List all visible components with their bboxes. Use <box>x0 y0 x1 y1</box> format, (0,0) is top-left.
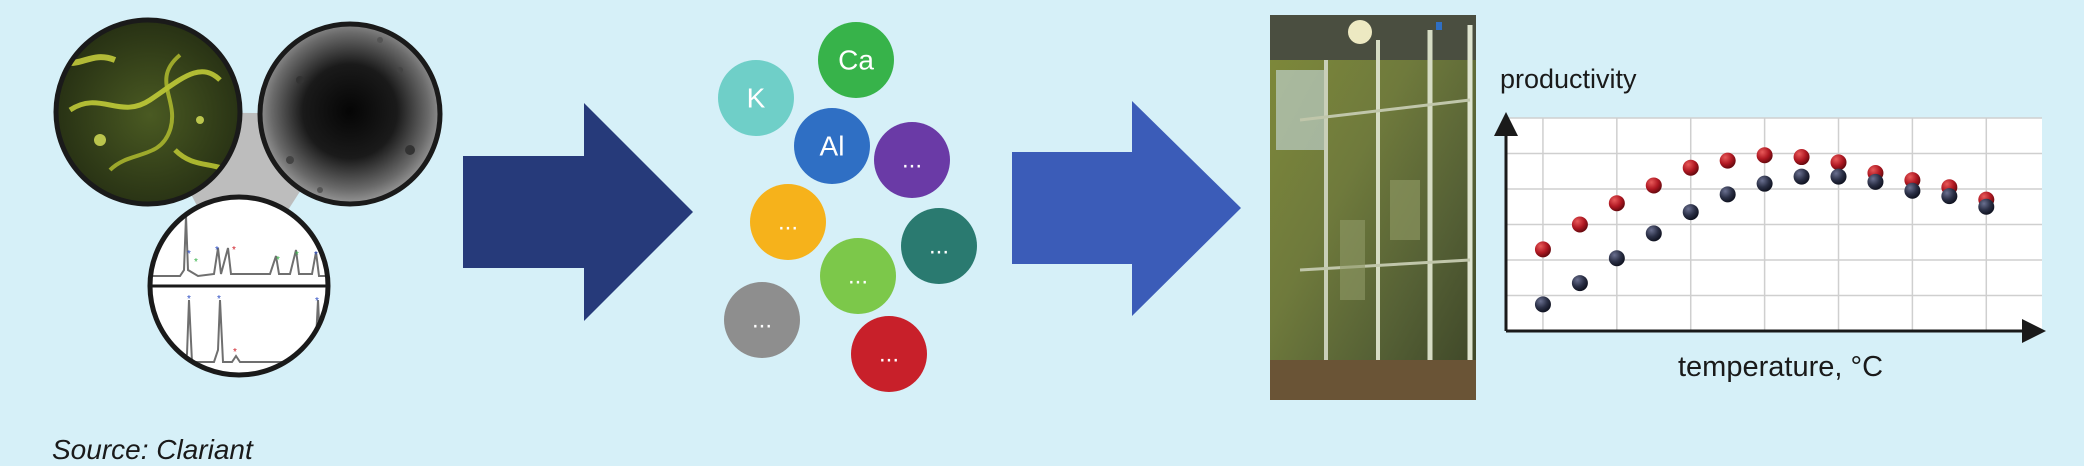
xrd-pattern-image: * * * * * * * * * * * <box>150 197 328 375</box>
element-bubble: K <box>718 60 794 136</box>
element-bubble-circle <box>750 184 826 260</box>
element-bubble-label: ... <box>778 209 798 236</box>
data-point-dark-series <box>1719 186 1736 203</box>
element-bubble: ... <box>901 208 977 284</box>
element-bubble-label: ... <box>902 147 922 174</box>
peak-marker-green: * <box>194 257 198 268</box>
particle-micrograph-image <box>260 24 440 204</box>
element-map-frame <box>53 17 243 207</box>
element-bubble: ... <box>874 122 950 198</box>
data-point-red-series <box>1682 159 1699 176</box>
peak-marker-green: * <box>295 250 299 261</box>
element-bubble: ... <box>724 282 800 358</box>
element-bubble-circle <box>901 208 977 284</box>
peak-marker-green: * <box>276 255 280 266</box>
chart-points <box>1534 147 1995 313</box>
element-bubble-label: ... <box>752 307 772 334</box>
data-point-dark-series <box>1793 168 1810 185</box>
peak-marker-blue: * <box>217 294 221 305</box>
data-point-dark-series <box>1904 182 1921 199</box>
data-point-red-series <box>1645 177 1662 194</box>
peak-marker-red: * <box>233 347 237 358</box>
data-point-red-series <box>1793 149 1810 166</box>
characterization-group: * * * * * * * * * * * <box>53 17 443 378</box>
data-point-red-series <box>1756 147 1773 164</box>
process-arrow-left <box>463 103 693 321</box>
process-arrow-right <box>1012 101 1241 316</box>
data-point-dark-series <box>1756 175 1773 192</box>
peak-marker-red: * <box>232 245 236 256</box>
data-point-dark-series <box>1941 188 1958 205</box>
element-bubble: Ca <box>818 22 894 98</box>
element-bubble-circle <box>718 60 794 136</box>
test-reactor-photo <box>1270 15 1476 400</box>
element-bubble-label: ... <box>848 263 868 290</box>
peak-marker-blue: * <box>187 249 191 260</box>
element-bubble-label: ... <box>929 233 949 260</box>
data-point-dark-series <box>1978 198 1995 215</box>
element-bubbles: K CaAl.................. <box>718 22 977 392</box>
data-point-red-series <box>1608 195 1625 212</box>
data-point-dark-series <box>1571 275 1588 292</box>
element-bubble: Al <box>794 108 870 184</box>
element-bubble: ... <box>750 184 826 260</box>
peak-marker-blue: * <box>315 296 319 307</box>
peak-marker-blue: * <box>314 250 318 261</box>
xrd-pattern-frame <box>147 194 331 378</box>
data-point-dark-series <box>1830 168 1847 185</box>
element-bubble-circle <box>820 238 896 314</box>
element-bubble-circle <box>874 122 950 198</box>
peak-marker-blue: * <box>215 245 219 256</box>
element-bubble: ... <box>820 238 896 314</box>
productivity-chart: productivity temperature, °C <box>1494 64 2046 383</box>
element-bubble-circle <box>851 316 927 392</box>
y-axis-label: productivity <box>1500 64 1637 94</box>
x-axis-label: temperature, °C <box>1678 351 1883 383</box>
data-point-dark-series <box>1608 250 1625 267</box>
element-bubble-label: Al <box>820 131 845 162</box>
data-point-red-series <box>1830 154 1847 171</box>
data-point-red-series <box>1534 241 1551 258</box>
element-bubble-label: ... <box>879 341 899 368</box>
data-point-dark-series <box>1867 173 1884 190</box>
data-point-dark-series <box>1682 204 1699 221</box>
element-bubble-label: K <box>747 83 766 114</box>
data-point-red-series <box>1719 152 1736 169</box>
peak-marker-blue: * <box>187 294 191 305</box>
element-bubble-circle <box>818 22 894 98</box>
data-point-dark-series <box>1645 225 1662 242</box>
element-bubble: ... <box>851 316 927 392</box>
element-bubble-label: Ca <box>838 45 874 76</box>
element-bubble-circle <box>794 108 870 184</box>
particle-micrograph-frame <box>257 21 443 207</box>
data-point-red-series <box>1571 216 1588 233</box>
element-map-image <box>56 20 240 204</box>
source-caption: Source: Clariant <box>52 434 253 465</box>
element-bubble-circle <box>724 282 800 358</box>
data-point-dark-series <box>1534 296 1551 313</box>
